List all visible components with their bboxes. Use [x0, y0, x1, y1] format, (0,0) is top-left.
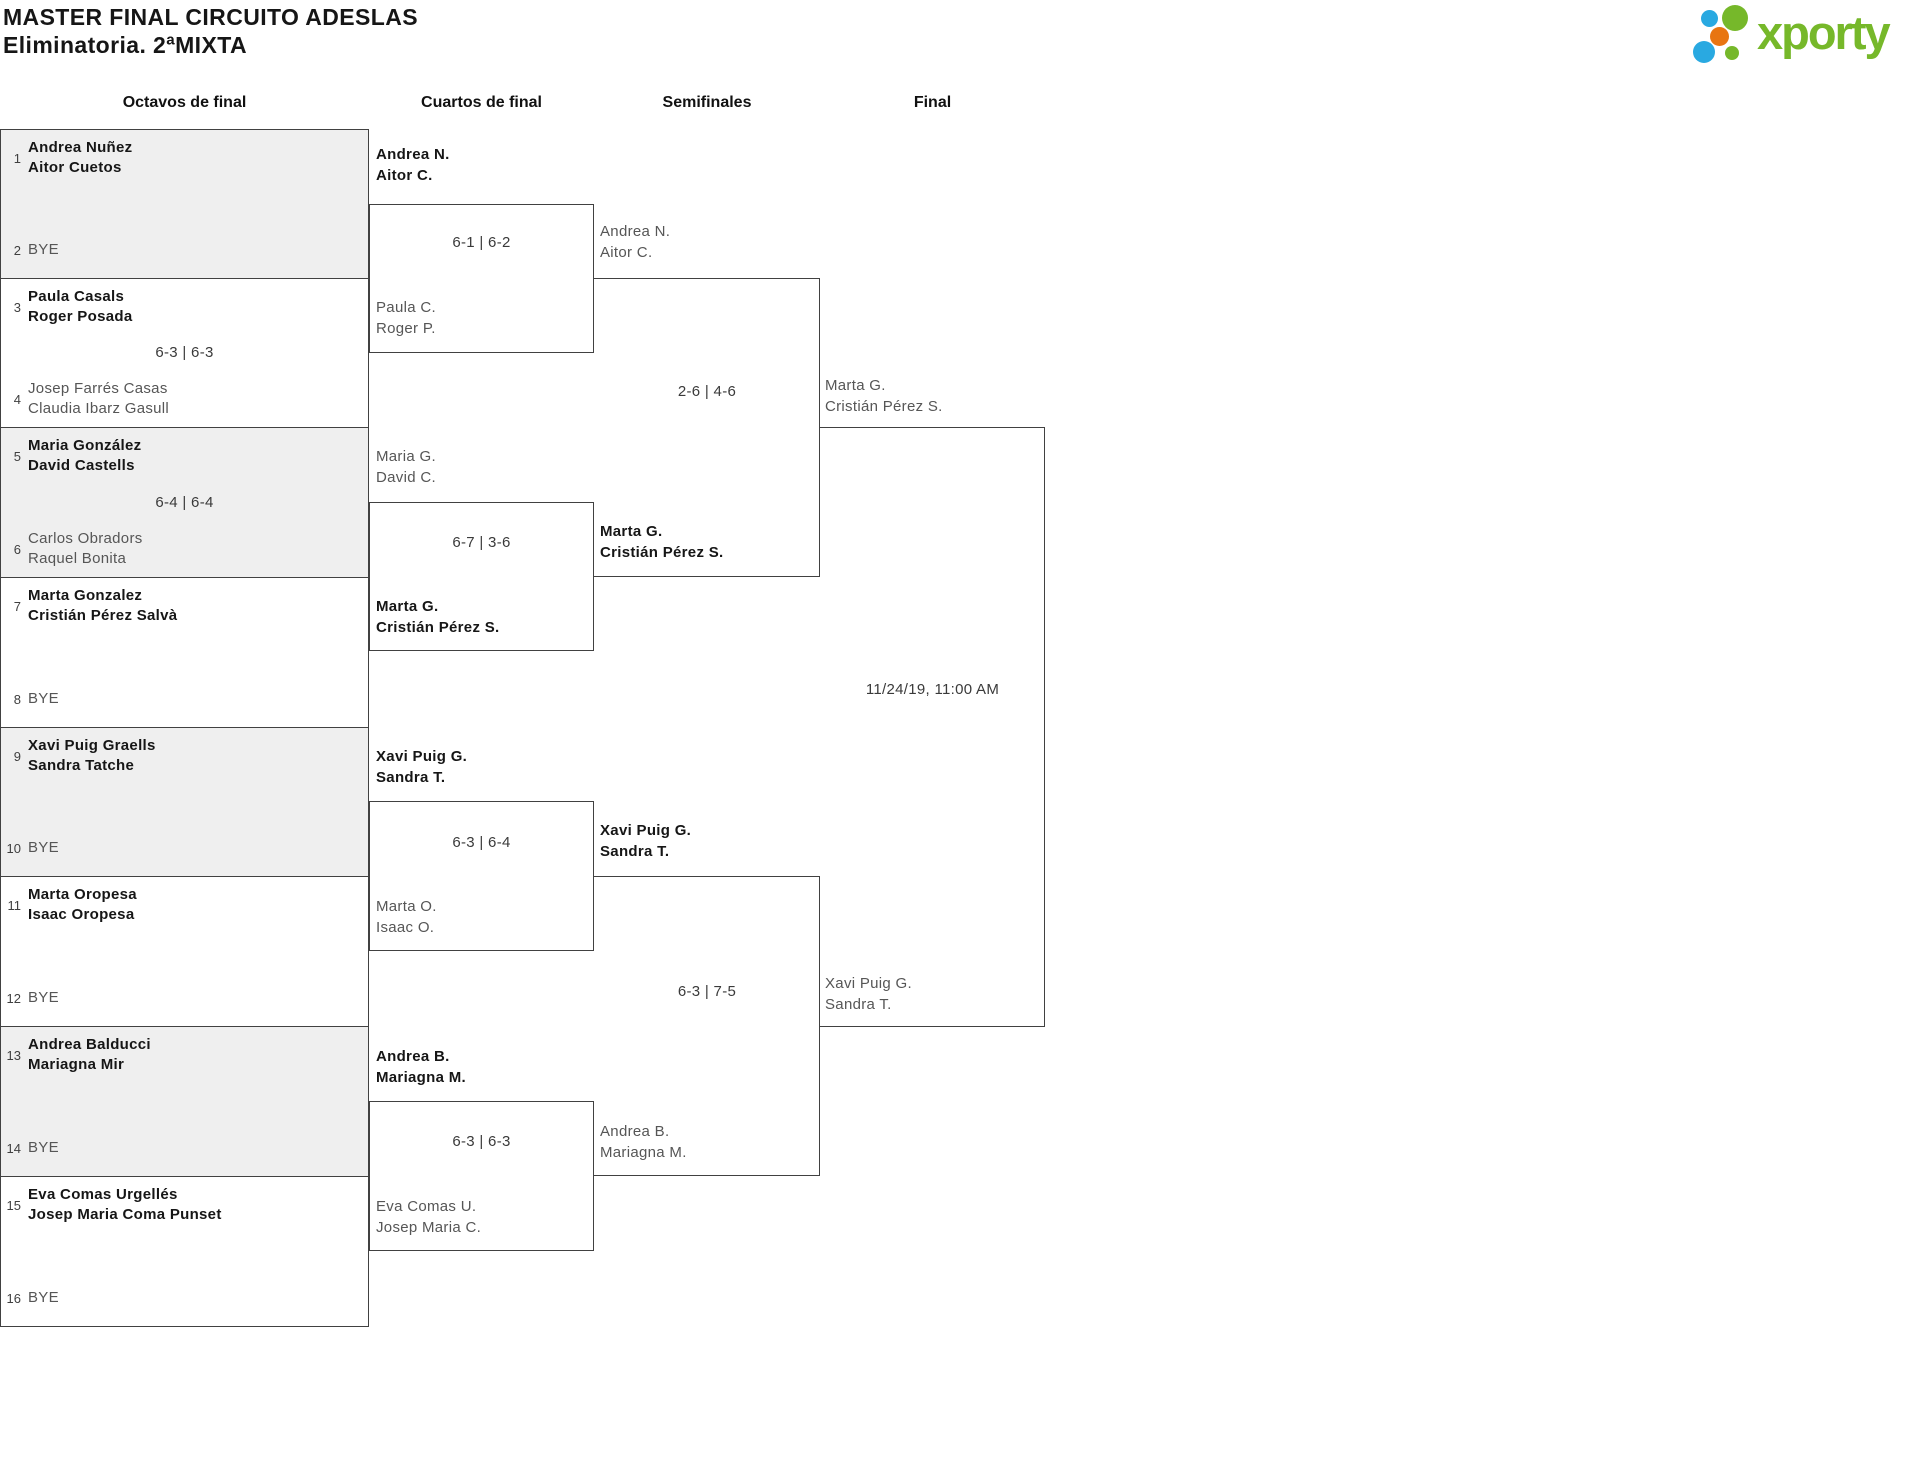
team-names: BYE	[28, 1289, 59, 1306]
cuartos-1-entrant-2: Paula C.Roger P.	[376, 299, 436, 337]
team-names: BYE	[28, 839, 59, 856]
final-schedule: 11/24/19, 11:00 AM	[865, 681, 1000, 698]
match-score: 6-3 | 6-3	[155, 344, 214, 361]
round-header-cuartos: Cuartos de final	[421, 94, 542, 111]
team-row: 12 BYE	[5, 988, 362, 1008]
logo-dot-green-big-icon	[1722, 5, 1748, 31]
seed-number: 16	[6, 1290, 21, 1306]
match-semifinal-1-box	[594, 278, 820, 577]
semifinal-2-score: 6-3 | 7-5	[677, 983, 737, 1000]
team-row: 16 BYE	[5, 1288, 362, 1308]
cuartos-3-entrant-2: Marta O.Isaac O.	[376, 898, 437, 936]
seed-number: 8	[13, 691, 21, 707]
team-names: BYE	[28, 241, 59, 258]
semifinal-1-entrant-1: Andrea N.Aitor C.	[600, 223, 671, 261]
page-title: MASTER FINAL CIRCUITO ADESLAS	[3, 4, 418, 30]
page-subtitle: Eliminatoria. 2ªMIXTA	[3, 32, 247, 58]
logo-dot-orange-icon	[1710, 27, 1729, 46]
logo-wordmark: xporty	[1757, 6, 1891, 59]
final-entrant-2: Xavi Puig G.Sandra T.	[825, 975, 912, 1013]
team-names: BYE	[28, 989, 59, 1006]
semifinal-1-score: 2-6 | 4-6	[677, 383, 737, 400]
team-row: 14 BYE	[5, 1138, 362, 1158]
seed-number: 9	[13, 748, 21, 764]
seed-number: 12	[6, 990, 21, 1006]
cuartos-4-entrant-2: Eva Comas U.Josep Maria C.	[376, 1198, 482, 1236]
semifinal-1-entrant-2: Marta G.Cristián Pérez S.	[600, 523, 724, 561]
seed-number: 14	[6, 1140, 21, 1156]
cuartos-1-score: 6-1 | 6-2	[452, 234, 511, 251]
seed-number: 13	[6, 1047, 21, 1063]
team-names: BYE	[28, 1139, 59, 1156]
cuartos-4-entrant-1: Andrea B.Mariagna M.	[376, 1048, 466, 1086]
logo-dot-blue-big-icon	[1693, 41, 1715, 63]
seed-number: 2	[13, 242, 21, 258]
seed-number: 6	[13, 541, 21, 557]
cuartos-2-entrant-2: Marta G.Cristián Pérez S.	[376, 598, 500, 636]
xporty-logo[interactable]: xporty	[1690, 0, 1920, 70]
cuartos-4-score: 6-3 | 6-3	[452, 1133, 511, 1150]
match-score: 6-4 | 6-4	[155, 493, 214, 511]
match-cuartos-2-box	[369, 502, 594, 651]
logo-dot-blue-small-icon	[1701, 10, 1718, 27]
round-header-final: Final	[913, 94, 952, 111]
team-row: 2 BYE	[5, 240, 362, 260]
seed-number: 10	[6, 840, 21, 856]
team-names: BYE	[28, 690, 59, 707]
team-row: 8 BYE	[5, 689, 362, 709]
match-cuartos-3-box	[369, 801, 594, 951]
cuartos-2-score: 6-7 | 3-6	[452, 534, 511, 551]
seed-number: 7	[13, 598, 21, 614]
match-semifinal-2-box	[594, 876, 820, 1176]
match-final-box	[820, 427, 1045, 1027]
team-row: 10 BYE	[5, 838, 362, 858]
round-header-semifinales: Semifinales	[662, 94, 752, 111]
seed-number: 11	[7, 897, 22, 913]
seed-number: 15	[6, 1197, 21, 1213]
logo-dot-green-small-icon	[1725, 46, 1739, 60]
cuartos-3-score: 6-3 | 6-4	[452, 834, 511, 851]
final-entrant-1: Marta G.Cristián Pérez S.	[825, 377, 943, 415]
seed-number: 5	[13, 448, 21, 464]
cuartos-2-entrant-1: Maria G.David C.	[376, 448, 436, 486]
cuartos-1-entrant-1: Andrea N.Aitor C.	[376, 146, 450, 184]
cuartos-3-entrant-1: Xavi Puig G.Sandra T.	[376, 748, 468, 786]
round-header-octavos: Octavos de final	[122, 94, 247, 111]
semifinal-2-entrant-2: Andrea B.Mariagna M.	[600, 1123, 687, 1161]
seed-number: 4	[13, 391, 21, 407]
match-cuartos-4-box	[369, 1101, 594, 1251]
match-cuartos-1-box	[369, 204, 594, 353]
seed-number: 3	[13, 299, 21, 315]
semifinal-2-entrant-1: Xavi Puig G.Sandra T.	[600, 822, 692, 860]
seed-number: 1	[13, 150, 21, 166]
